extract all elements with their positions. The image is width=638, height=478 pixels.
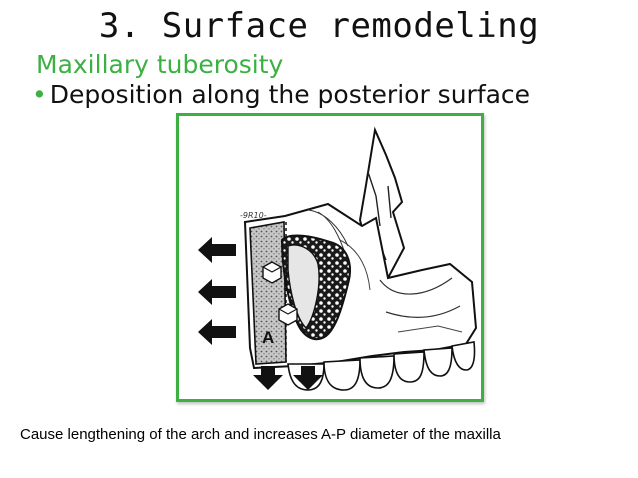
bullet-item: •Deposition along the posterior surface [32,80,530,109]
arrow-left-3 [198,319,236,345]
slide-caption: Cause lengthening of the arch and increa… [20,426,501,443]
arrow-left-1 [198,237,236,263]
osteoblast-cube-lower [278,303,298,326]
osteoblast-cube-upper [262,261,282,284]
region-label-a: A [262,328,274,347]
arrow-down-1 [253,366,283,390]
bullet-marker: • [32,80,47,109]
arrow-left-2 [198,279,236,305]
maxilla-illustration: A -9R10- [198,126,478,391]
sketch-label: -9R10- [240,211,267,220]
slide-title: 3. Surface remodeling [98,6,540,46]
slide-subtitle: Maxillary tuberosity [36,50,284,79]
arrow-down-2 [293,366,323,390]
bullet-text: Deposition along the posterior surface [49,80,531,109]
